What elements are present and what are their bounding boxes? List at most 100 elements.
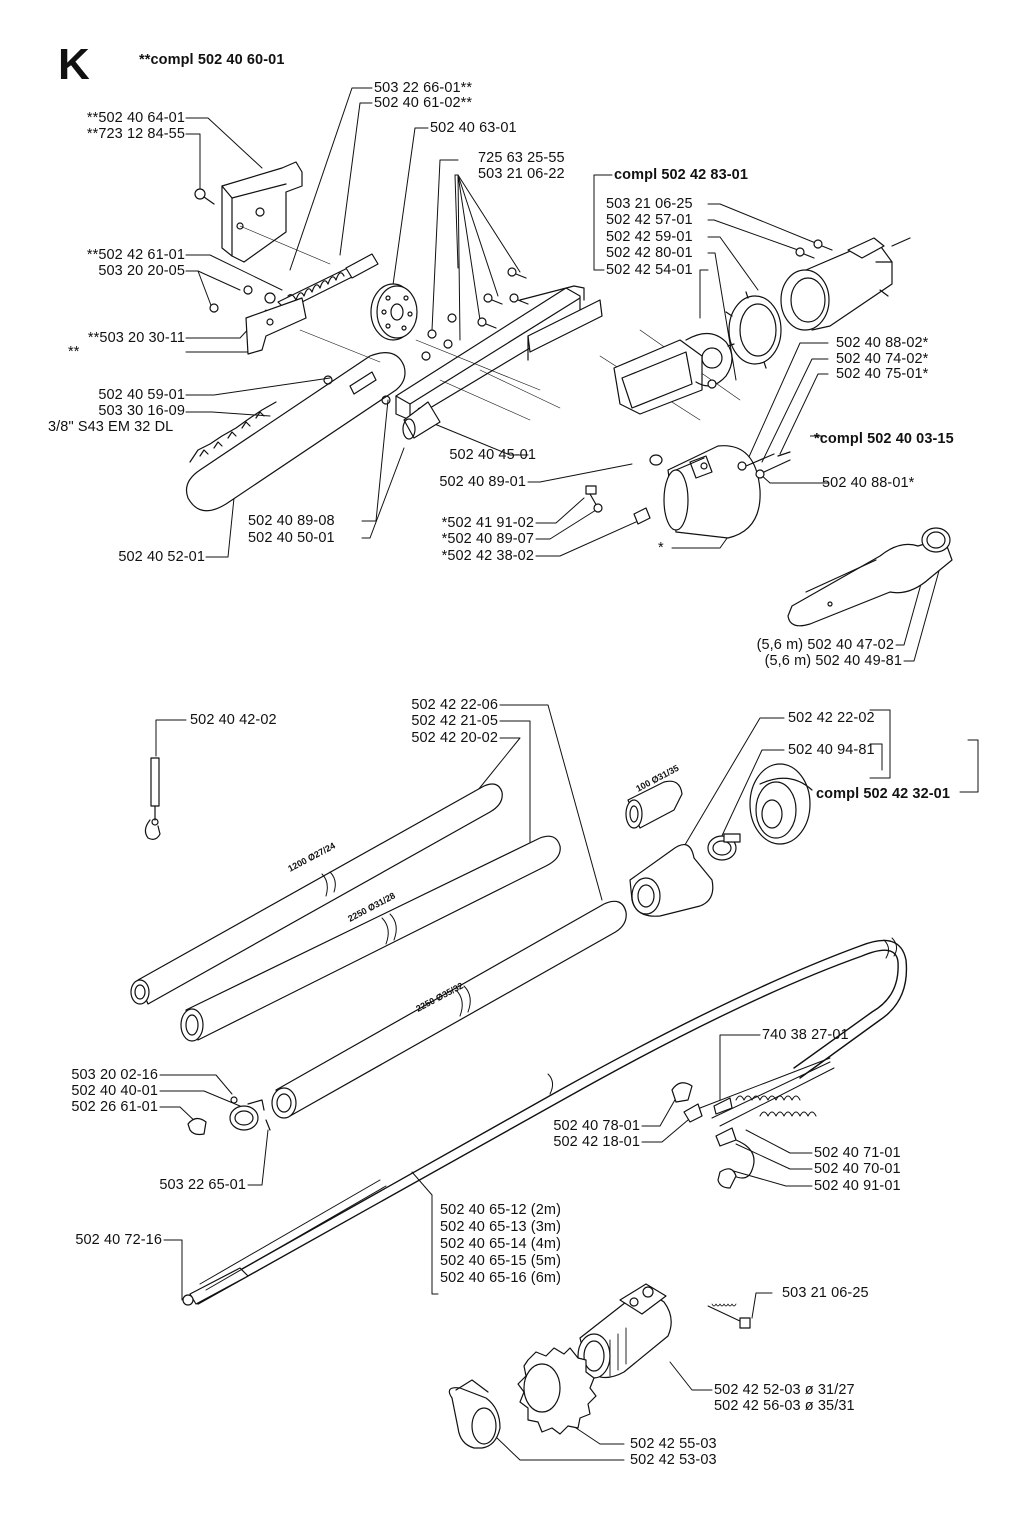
part-label: 503 20 20-05 (98, 263, 185, 279)
part-label: *502 42 38-02 (441, 548, 534, 564)
chain-tensioner-shape (264, 253, 379, 311)
part-label: 502 40 61-02** (374, 95, 473, 111)
part-label: 502 40 88-02* (836, 335, 929, 351)
part-label: 740 38 27-01 (762, 1027, 849, 1043)
part-label: 503 22 65-01 (159, 1177, 246, 1193)
ring-nut-shape (725, 291, 782, 369)
part-label: 502 42 20-02 (411, 730, 498, 746)
part-label: 502 40 65-16 (6m) (440, 1270, 561, 1286)
pin-screw-shape (585, 485, 603, 513)
part-label: 725 63 25-55 (478, 150, 565, 166)
label-compl-assembly-mid: compl 502 42 83-01 (614, 167, 748, 183)
part-label: 502 42 80-01 (606, 245, 693, 261)
label-compl-assembly-top: **compl 502 40 60-01 (139, 52, 285, 68)
part-label: 502 42 59-01 (606, 229, 693, 245)
tube-2250-35-shape (271, 900, 627, 1119)
part-label: 503 22 66-01** (374, 80, 473, 96)
part-label: **723 12 84-55 (86, 126, 185, 142)
hose-clamp-shape (707, 833, 741, 861)
threaded-connector-shape (780, 237, 911, 331)
part-label: 502 40 50-01 (248, 530, 335, 546)
label-compl-assembly-low: compl 502 42 32-01 (816, 786, 950, 802)
part-label: 502 40 65-13 (3m) (440, 1219, 561, 1235)
part-label: *502 41 91-02 (441, 515, 534, 531)
nipple-shape (633, 507, 651, 525)
end-cap-shape (749, 763, 813, 845)
part-label: 502 40 75-01* (836, 366, 929, 382)
part-label: *502 40 89-07 (441, 531, 534, 547)
part-label: (5,6 m) 502 40 49-81 (764, 653, 902, 669)
part-label: 502 40 71-01 (814, 1145, 901, 1161)
quick-coupler-shape (577, 1283, 672, 1379)
chain-guard-bracket-shape (221, 161, 303, 263)
part-label: 502 40 59-01 (98, 387, 185, 403)
gear-housing-shape (613, 332, 733, 415)
part-label: 502 40 65-14 (4m) (440, 1236, 561, 1252)
part-label: 502 40 94-81 (788, 742, 875, 758)
short-sleeve-shape (625, 780, 683, 829)
bar-holder-housing-shape (395, 285, 603, 421)
part-label: 502 40 88-01* (822, 475, 915, 491)
leader-lines-bottom (155, 704, 979, 1461)
part-label: 502 40 70-01 (814, 1161, 901, 1177)
tube-clamp-shape (187, 1096, 271, 1136)
spacer-sleeve-shape (402, 401, 441, 440)
housing-screws-shape (421, 267, 529, 361)
part-label: 502 42 21-05 (411, 713, 498, 729)
part-label: 502 42 22-02 (788, 710, 875, 726)
screw-723-shape (194, 188, 215, 205)
wing-nut-shape (448, 1379, 501, 1449)
o-ring-shape (649, 454, 663, 466)
part-label: 502 40 45-01 (449, 447, 536, 463)
grip-handle-shape (787, 527, 953, 627)
part-label: 502 42 18-01 (553, 1134, 640, 1150)
part-label: 502 40 63-01 (430, 120, 517, 136)
part-label: * (658, 540, 664, 556)
flexible-drive-shaft-shape (182, 937, 908, 1306)
part-label: 503 21 06-25 (782, 1285, 869, 1301)
part-label: 502 40 65-12 (2m) (440, 1202, 561, 1218)
part-label: **502 40 64-01 (86, 110, 185, 126)
part-label: 502 42 55-03 (630, 1436, 717, 1452)
sprocket-wheel-shape (370, 283, 418, 341)
part-label: 502 40 65-15 (5m) (440, 1253, 561, 1269)
part-label: 502 40 40-01 (71, 1083, 158, 1099)
group-brackets (598, 174, 826, 437)
part-label: 3/8" S43 EM 32 DL (48, 419, 174, 435)
part-label: 503 20 02-16 (71, 1067, 158, 1083)
tube-1200-shape (130, 783, 503, 1005)
guide-bar-shape (185, 352, 406, 512)
tube-2250-31-shape (180, 835, 561, 1042)
part-label: 502 40 89-08 (248, 513, 335, 529)
part-label: **502 42 61-01 (86, 247, 185, 263)
part-label: 502 26 61-01 (71, 1099, 158, 1115)
part-label: 503 21 06-25 (606, 196, 693, 212)
part-label: 502 42 52-03 ø 31/27 (714, 1382, 855, 1398)
part-label: 502 42 54-01 (606, 262, 693, 278)
part-label: (5,6 m) 502 40 47-02 (756, 637, 894, 653)
long-screw-shape (707, 1303, 751, 1329)
section-letter: K (58, 40, 90, 89)
part-label: 502 42 57-01 (606, 212, 693, 228)
part-label: 502 42 22-06 (411, 697, 498, 713)
dimension-text-tube-1200: 1200 Ø27/24 (286, 841, 337, 874)
part-label: 503 21 06-22 (478, 166, 565, 182)
cylinder-screws-shape (737, 451, 791, 479)
part-label: 502 40 91-01 (814, 1178, 901, 1194)
part-label: **503 20 30-11 (87, 330, 185, 346)
funnel-coupling-shape (629, 843, 714, 917)
part-label: 502 40 42-02 (190, 712, 277, 728)
shoulder-strap-hook-shape (144, 757, 161, 840)
part-label: 502 40 74-02* (836, 351, 929, 367)
wire-connectors-shape (671, 1082, 755, 1189)
part-label: 502 42 53-03 (630, 1452, 717, 1468)
label-compl-assembly-star: *compl 502 40 03-15 (814, 431, 954, 447)
part-label: 502 40 72-16 (75, 1232, 162, 1248)
part-label: 502 42 56-03 ø 35/31 (714, 1398, 855, 1414)
part-label: 502 40 52-01 (118, 549, 205, 565)
tensioner-plate-shape (245, 297, 307, 355)
part-label: 502 40 89-01 (439, 474, 526, 490)
coupling-cylinder-shape (663, 445, 761, 539)
